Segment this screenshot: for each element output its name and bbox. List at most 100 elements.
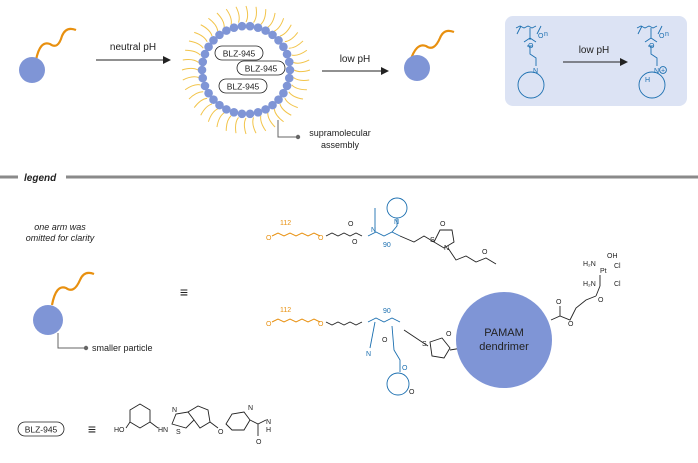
assembly-bead [285,65,295,75]
assembly-bead [237,21,247,31]
corona-strand [288,91,304,100]
atom-label: O [446,331,452,338]
atom-label: S [176,429,181,436]
corona-strand [245,5,249,23]
corona-strand [279,103,292,116]
legend-drug-label: BLZ-945 [25,425,58,435]
pt-ligand: H₂N [583,261,596,268]
callout-dot [83,345,89,351]
corona-strand [188,91,204,100]
assembly-label-line1: supramolecular [309,128,371,138]
legend-note-line1: one arm was [34,222,86,232]
assembly-bead [268,100,277,110]
atom-label: N [248,405,253,412]
assembly-bead [209,95,218,104]
atom-label: O [556,299,562,306]
atom-label: S [422,341,427,348]
atom-label: H [266,427,271,434]
repeat-n-right: n [665,31,669,38]
assembly-bead [253,108,263,117]
corona-strand [293,59,310,64]
sulfide-linker-bottom [403,329,429,347]
assembly-bead [268,30,277,40]
pt-ligand: Cl [614,281,621,288]
corona-strand [200,103,213,116]
block-chain-bottom [367,317,401,323]
polymer-chain [408,29,455,63]
atom-label: O [402,365,408,372]
corona-strand [193,97,208,108]
legend-small-particle: smaller particle [33,271,153,353]
corona-strand [188,40,204,49]
assembly-bead [204,42,213,52]
pamam-dendrimer: PAMAM dendrimer [456,292,552,388]
legend-drug-capsule: BLZ-945 [17,421,65,437]
azepane-ring-top [386,197,408,219]
corona-strand [252,117,257,134]
particle-core [404,55,430,81]
assembly-bead [229,23,239,32]
atom-label: N [266,419,271,426]
atom-o: O [538,33,544,40]
peg-count-top: 112 [280,220,291,227]
atom-label: N [371,227,376,234]
assembly-bead [204,88,213,98]
atom-label: N [444,245,449,252]
panel-arrow-label: low pH [579,45,610,56]
atom-label: O [352,239,358,246]
atom-label: O [318,235,324,242]
corona-strand [253,6,257,23]
blz945-structure [125,403,267,436]
atom-label: O [598,297,604,304]
arrow-label-neutral-ph: neutral pH [110,42,156,53]
atom-label: O [440,221,446,228]
corona-strand [181,67,199,71]
pyridine-ring [225,411,251,431]
corona-strand [182,59,199,63]
repeat-n-left: n [544,31,548,38]
corona-strand [185,49,201,56]
corona-strand [184,84,201,91]
pt-ligand: Cl [614,263,621,270]
atom-label: O [218,429,224,436]
atom-label: S [430,237,435,244]
assembly-bead [200,81,210,91]
corona-strand [267,112,276,128]
monomer-neutral [515,25,545,99]
thiazole-ring [171,411,195,429]
pt-linker [550,295,597,321]
pt-ligand: H₂N [583,281,596,288]
corona-strand [235,117,239,134]
corona-strand [284,97,298,109]
corona-strand [243,117,247,135]
drug-capsule-3: BLZ-945 [218,78,268,94]
assembly-bead [274,95,283,104]
legend-title: legend [24,173,57,184]
arm-atom-labels: O O O O O O O O N N N N S S O O O O O [266,219,492,396]
assembly-bead [279,88,288,98]
succinimide-ring-top [433,229,455,249]
blz945-atoms: HO HN N S O N N H O [114,405,271,446]
assembly-bead [237,109,247,119]
assembly-bead [222,26,231,35]
atom-n-left: N [533,68,538,75]
drug-capsule-1: BLZ-945 [214,45,264,61]
assembly-bead [215,100,224,110]
corona-strand [216,12,225,28]
corona-strand [284,32,299,43]
assembly-bead [229,108,239,117]
polymer-chain [34,27,77,61]
dendrimer-label-line2: dendrimer [479,341,529,353]
benzo-ring [187,405,211,429]
drug-capsule-2: BLZ-945 [236,60,286,76]
atom-h: H [645,77,650,84]
atom-label: O [266,321,272,328]
corona-strand [291,49,308,56]
particle-core [33,305,63,335]
corona-strand [288,40,304,49]
atom-o: O [659,33,665,40]
assembly-callout-line [277,120,298,138]
particle-core [19,57,45,83]
atom-label: N [172,407,177,414]
